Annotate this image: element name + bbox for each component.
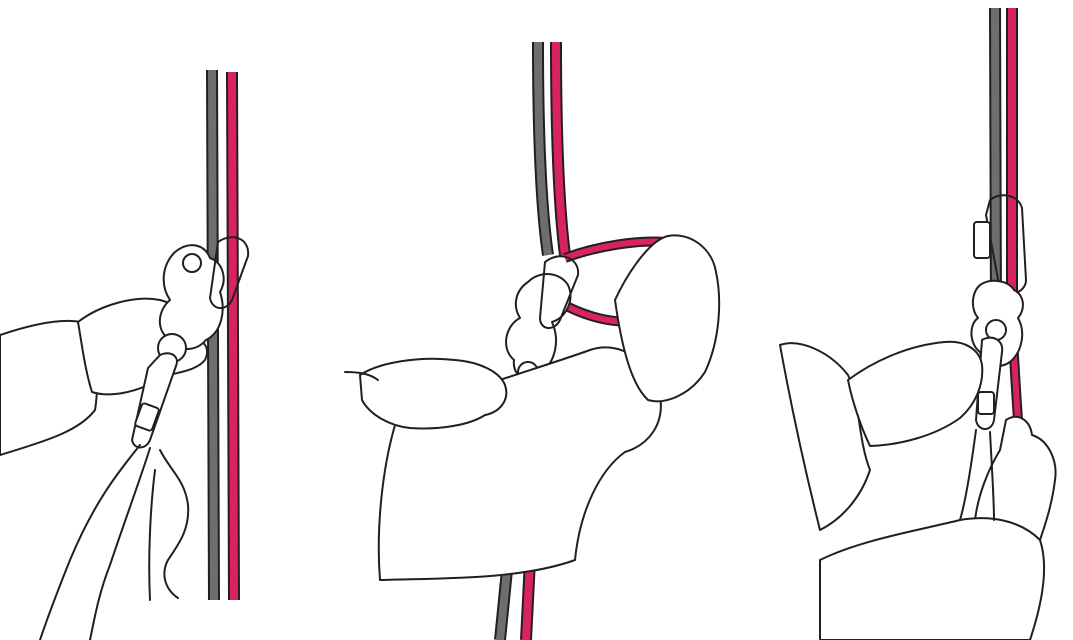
panel-3-harness-strands [959,429,995,521]
panel-3-right-hand [974,415,1057,543]
panel-3-left-sleeve [779,342,871,531]
panel-2-right-hand [614,234,721,403]
panel-2-carabiner [539,255,580,329]
panel-1-carabiner-gate [134,402,160,432]
panel-3-carabiner-gate [973,221,991,259]
panel-3-hands-clipping-carabiner-icon [779,7,1057,640]
panel-1-descender [158,244,225,350]
panel-2-cuff-line [344,371,379,381]
panel-2-rope-top [532,41,571,256]
panel-1-hand-holding-descender-icon [0,69,250,640]
panel-2-left-hand [359,357,508,430]
panel-3-bottom-gate [977,391,995,415]
panel-3-left-hand [847,340,984,447]
panel-1-descender-eye [182,253,202,273]
panel-3-rope [989,7,1023,421]
panel-2-hands-threading-rope-icon [344,41,721,640]
panel-1-rope [206,69,240,601]
panel-1-top-carabiner [209,236,250,309]
panel-1-harness [39,444,190,640]
panel-3-bottom-sleeve [819,517,1046,640]
